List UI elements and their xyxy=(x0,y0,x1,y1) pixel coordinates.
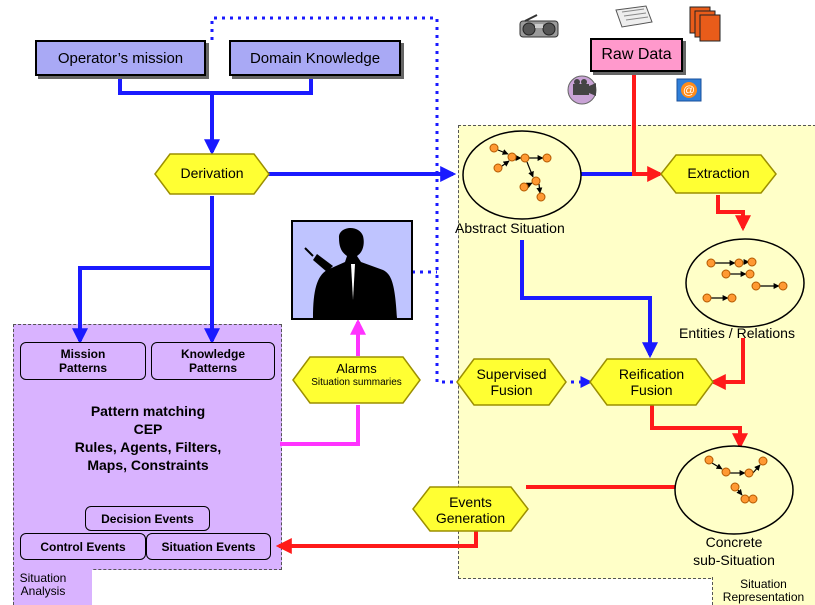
arrow-abstract-to-reification xyxy=(520,240,658,359)
situation-representation-zone-tab xyxy=(712,577,815,605)
abstract-situation-label: Abstract Situation xyxy=(455,220,565,236)
operator-silhouette-icon xyxy=(291,220,413,320)
reification-fusion-hexagon xyxy=(589,358,714,406)
arrow-derivation-to-patterns xyxy=(72,196,214,345)
supervised-fusion-hexagon xyxy=(456,358,567,406)
arrow-raw-to-extraction xyxy=(632,70,664,182)
extraction-label: Extraction xyxy=(687,165,750,181)
arrow-boxes-to-derivation xyxy=(118,76,313,95)
events-generation-hexagon xyxy=(412,486,529,532)
abstract-situation-graph xyxy=(462,130,582,220)
alarms-hexagon xyxy=(292,356,421,404)
email-icon: @ xyxy=(676,78,702,102)
pattern-matching-text: Pattern matching CEP Rules, Agents, Filt… xyxy=(74,403,222,473)
derivation-label: Derivation xyxy=(180,165,244,181)
arrow-entities-to-reification xyxy=(709,338,745,390)
newspaper-icon xyxy=(615,5,653,28)
situation-events-box: Situation Events xyxy=(146,533,271,560)
svg-text:@: @ xyxy=(683,83,695,97)
radio-icon xyxy=(519,14,559,38)
arrow-analysis-to-alarms xyxy=(280,405,360,446)
situation-analysis-zone-tab xyxy=(13,568,92,605)
arrow-extraction-to-entities xyxy=(716,195,751,232)
alarms-label: Alarms Situation summaries xyxy=(311,361,402,389)
raw-data-box: Raw Data xyxy=(590,38,683,72)
video-camera-icon xyxy=(567,75,597,105)
decision-events-box: Decision Events xyxy=(85,506,210,531)
derivation-hexagon xyxy=(154,153,270,195)
control-events-box: Control Events xyxy=(20,533,146,560)
operators-mission-box: Operator’s mission xyxy=(35,40,206,76)
arrow-events-to-analysis xyxy=(275,530,478,554)
entities-relations-label: Entities / Relations xyxy=(679,325,795,341)
documents-icon xyxy=(689,6,721,42)
domain-knowledge-box: Domain Knowledge xyxy=(229,40,401,76)
extraction-hexagon xyxy=(660,154,777,194)
arrow-reification-to-concrete xyxy=(650,405,748,450)
entities-relations-graph xyxy=(685,238,805,328)
